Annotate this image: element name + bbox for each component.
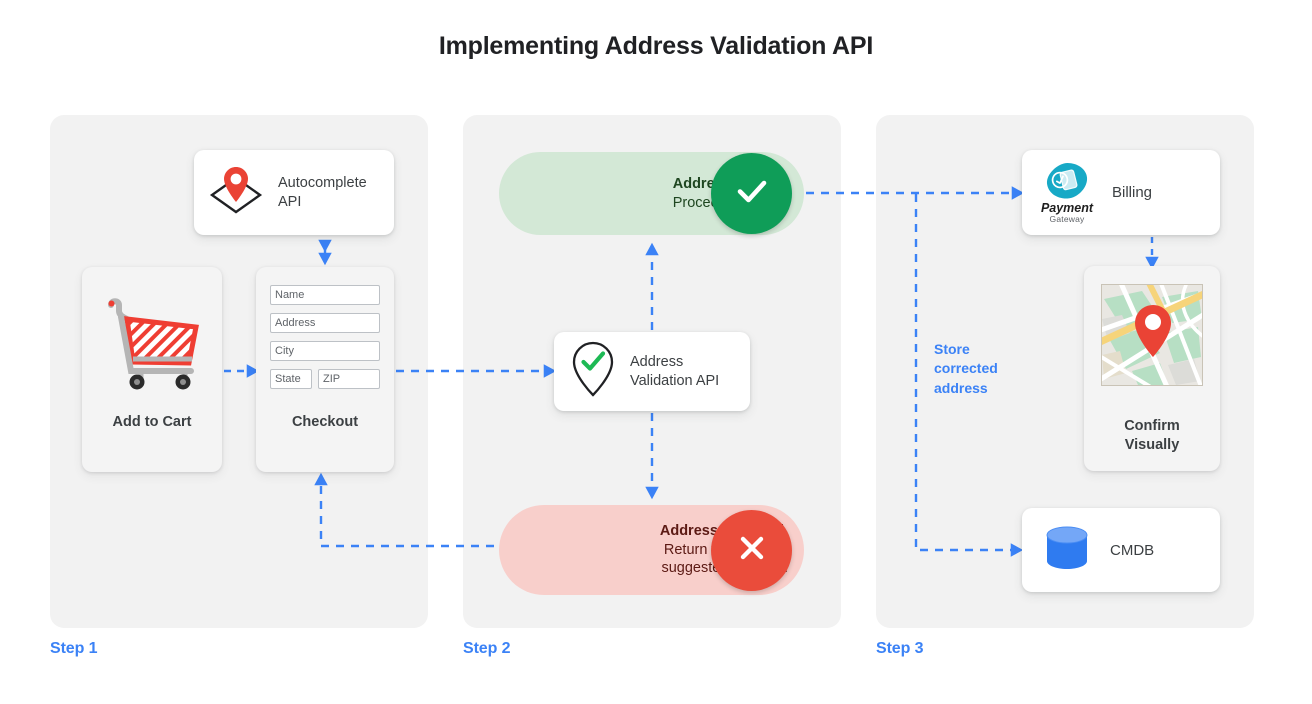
invalid-status-badge: [711, 510, 792, 591]
cmdb-label: CMDB: [1110, 541, 1155, 559]
billing-card[interactable]: Payment Gateway Billing: [1022, 150, 1220, 235]
add-to-cart-label: Add to Cart: [112, 414, 192, 430]
map-pin-envelope-icon: [208, 164, 264, 221]
confirm-visually-label: Confirm Visually: [1124, 418, 1180, 454]
city-field[interactable]: City: [270, 341, 380, 361]
valid-status-badge: [711, 153, 792, 234]
step-2-label: Step 2: [463, 640, 511, 657]
zip-field[interactable]: ZIP: [318, 369, 380, 389]
database-cylinder-icon: [1042, 523, 1092, 578]
step-1-label: Step 1: [50, 640, 98, 657]
map-thumbnail-icon: [1101, 284, 1203, 386]
state-field[interactable]: State: [270, 369, 312, 389]
checkout-card[interactable]: Name Address City State ZIP Checkout: [256, 267, 394, 472]
payment-gateway-logo-secondary: Gateway: [1049, 213, 1085, 224]
address-validation-api-label: Address Validation API: [630, 353, 720, 389]
add-to-cart-card[interactable]: Add to Cart: [82, 267, 222, 472]
address-field[interactable]: Address: [270, 313, 380, 333]
close-x-icon: [731, 527, 773, 574]
billing-label: Billing: [1112, 184, 1153, 201]
checkout-label: Checkout: [291, 414, 359, 430]
autocomplete-api-label: Autocomplete API: [278, 174, 367, 210]
check-mark-icon: [731, 170, 773, 217]
autocomplete-api-card[interactable]: Autocomplete API: [194, 150, 394, 235]
confirm-visually-card[interactable]: Confirm Visually: [1084, 266, 1220, 471]
shopping-cart-icon: [97, 289, 207, 398]
page-title: Implementing Address Validation API: [438, 32, 874, 60]
store-corrected-address-note: Store corrected address: [934, 341, 998, 396]
name-field[interactable]: Name: [270, 285, 380, 305]
address-validation-api-card[interactable]: Address Validation API: [554, 332, 750, 411]
payment-gateway-logo-primary: Payment: [1040, 200, 1094, 215]
state-zip-row: State ZIP: [270, 369, 380, 389]
payment-gateway-logo: Payment Gateway: [1034, 161, 1100, 224]
step-3-label: Step 3: [876, 640, 924, 657]
checkout-form: Name Address City State ZIP: [270, 285, 380, 389]
pin-check-icon: [568, 340, 618, 403]
cmdb-card[interactable]: CMDB: [1022, 508, 1220, 592]
